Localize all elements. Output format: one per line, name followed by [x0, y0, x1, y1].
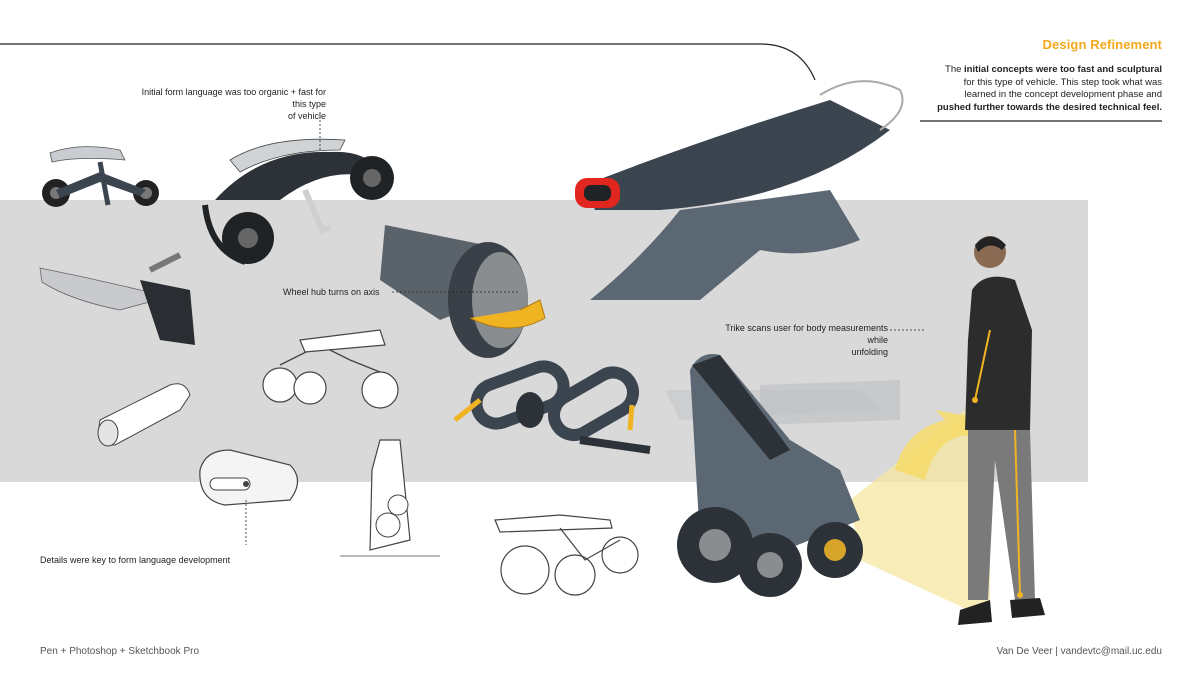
render-trike-unfolding: [665, 354, 990, 620]
intro-bold-part: pushed further towards the desired techn…: [937, 101, 1162, 113]
render-folding-mechanism: [453, 360, 651, 454]
annotation-trike-scan: Trike scans user for body measurements w…: [718, 322, 888, 358]
sketch-handle-grip: [97, 383, 191, 447]
intro-paragraph: The initial concepts were too fast and s…: [937, 64, 1162, 114]
intro-bold-part: initial concepts were too fast and sculp…: [964, 64, 1162, 75]
page-title: Design Refinement: [1042, 37, 1162, 52]
intro-text-part: for this type of vehicle. This step took…: [963, 76, 1162, 101]
annotation-form-language: Initial form language was too organic + …: [126, 86, 326, 122]
annotation-text: unfolding: [851, 347, 888, 357]
sketch-folded-upright: [340, 439, 440, 557]
intro-text-part: The: [945, 64, 965, 75]
annotation-details: Details were key to form language develo…: [40, 555, 231, 565]
annotation-wheel-hub: Wheel hub turns on axis: [283, 287, 380, 297]
annotation-text: of vehicle: [287, 111, 326, 121]
render-seat-concept: [39, 252, 195, 345]
render-organic-bike: [202, 138, 394, 265]
render-wheel-hub: [380, 225, 546, 358]
sketch-detail-pod: [199, 449, 299, 506]
sketch-trike-perspective: [494, 514, 639, 596]
render-hero-tail-light: [575, 80, 904, 300]
sketch-trike-profile: [262, 329, 399, 409]
figure-person-standing: [958, 236, 1045, 625]
header-swoosh-line: [0, 43, 1162, 122]
footer-credit: Van De Veer | vandevtc@mail.uc.edu: [996, 646, 1162, 657]
footer-tools: Pen + Photoshop + Sketchbook Pro: [40, 646, 199, 657]
annotation-text: Trike scans user for body measurements w…: [725, 323, 888, 345]
annotation-text: Initial form language was too organic + …: [141, 87, 326, 109]
render-folded-trike-small: [42, 146, 159, 207]
